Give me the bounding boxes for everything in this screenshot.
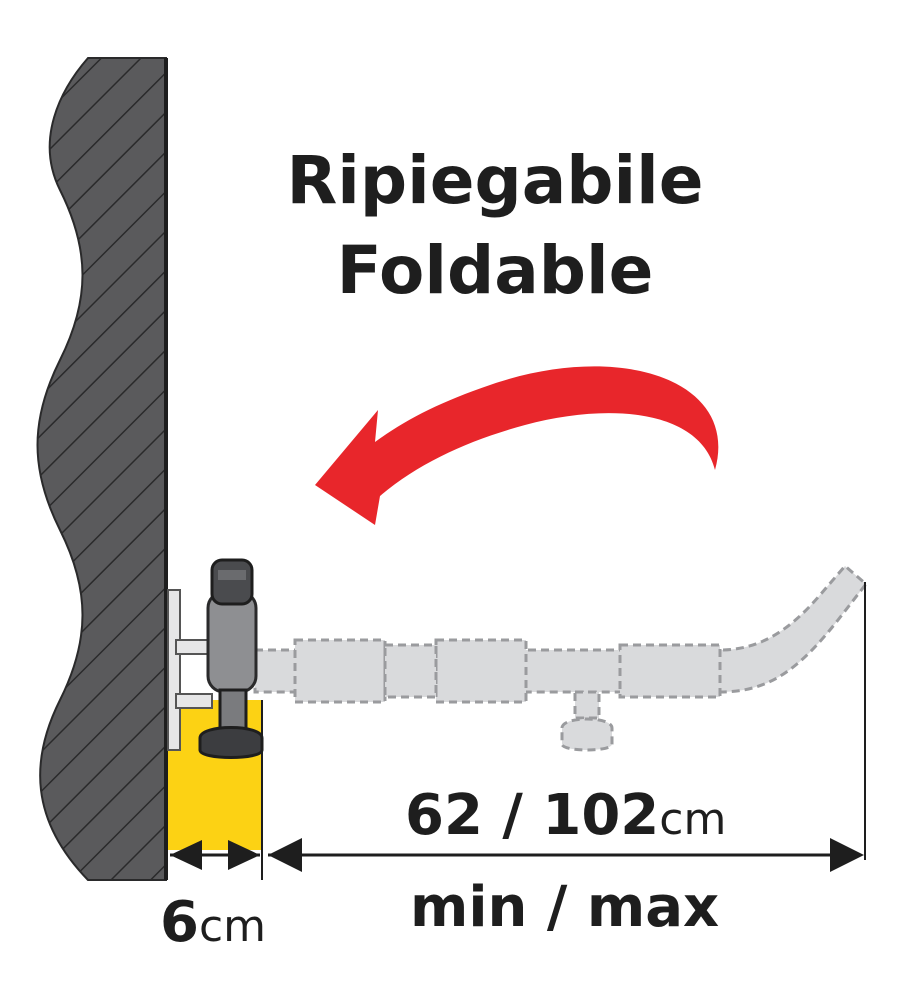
- arm-length-arrow-left: [268, 838, 302, 872]
- wall-gap-value: 6: [160, 890, 199, 955]
- wall-gap-arrow-left: [170, 840, 202, 870]
- arm-length-value: 62 / 102: [405, 783, 660, 848]
- title-english: Foldable: [336, 232, 654, 309]
- title-italian: Ripiegabile: [286, 142, 704, 219]
- arm-length-label: 62 / 102cm: [405, 788, 726, 844]
- arm-length-unit: cm: [659, 794, 727, 845]
- wall-gap-unit: cm: [198, 901, 267, 952]
- arm-length-note: min / max: [410, 875, 720, 940]
- wall-gap-arrow-right: [228, 840, 260, 870]
- wall-gap-zone: [168, 700, 262, 850]
- ghost-arm: [253, 563, 869, 752]
- wall-bracket: [167, 589, 213, 751]
- wall-gap-label: 6cm: [160, 895, 266, 951]
- pivot-post: [198, 558, 264, 759]
- wall: [36, 57, 167, 881]
- arm-length-arrow-right: [830, 838, 864, 872]
- fold-arrow: [315, 366, 719, 525]
